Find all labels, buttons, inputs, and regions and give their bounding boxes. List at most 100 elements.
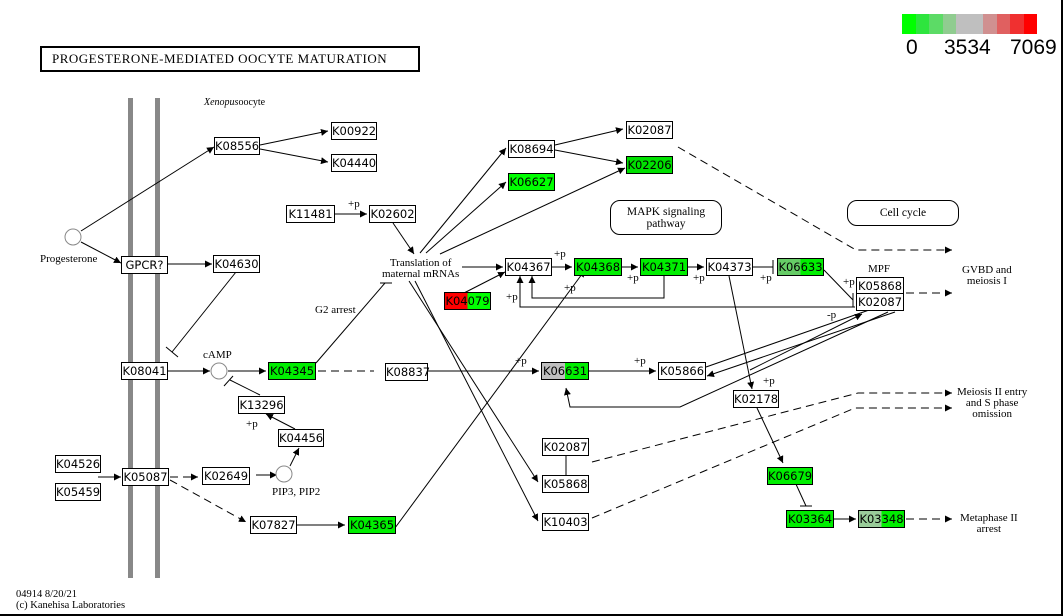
gene-node-k02087[interactable]: K02087: [542, 438, 589, 456]
label-gvbd: GVBD and meiosis I: [962, 265, 1012, 287]
edge-inhibit: [223, 375, 234, 387]
gene-node-k04365[interactable]: K04365: [348, 516, 396, 534]
gene-node-k02602[interactable]: K02602: [369, 205, 416, 223]
edge: [414, 280, 539, 522]
edge-inhibit: [165, 346, 179, 358]
gene-node-k06679[interactable]: K06679: [767, 467, 813, 485]
compound-progesterone[interactable]: [64, 228, 82, 246]
label-translation-1: Translation of: [389, 257, 452, 269]
gene-node-k05087[interactable]: K05087: [122, 468, 169, 486]
edge: [794, 481, 807, 507]
gene-node-k05868[interactable]: K05868: [856, 277, 904, 295]
label-translation-2: maternal mRNAs: [382, 268, 460, 280]
gene-node-k05459[interactable]: K05459: [55, 483, 101, 501]
edge: [265, 413, 296, 430]
gene-node-k04526[interactable]: K04526: [55, 455, 101, 473]
gene-node-k11481[interactable]: K11481: [286, 205, 335, 223]
footer-copyright: (c) Kanehisa Laboratories: [16, 600, 126, 611]
gene-node-k02206[interactable]: K02206: [626, 156, 673, 174]
compound-pip[interactable]: [275, 465, 293, 483]
gene-node-k04367[interactable]: K04367: [505, 258, 552, 276]
legend-min: 0: [906, 36, 918, 59]
gene-node-k07827[interactable]: K07827: [250, 516, 297, 534]
phosphorylation-label: +p: [843, 276, 855, 288]
gene-node-k04368[interactable]: K04368: [574, 258, 622, 276]
gene-node-k00922[interactable]: K00922: [331, 122, 377, 140]
gene-node-k06633[interactable]: K06633: [777, 258, 824, 276]
edge-indirect: [169, 479, 247, 523]
gene-node-k04440[interactable]: K04440: [331, 154, 377, 172]
organism-rest: oocyte: [238, 97, 266, 108]
edge: [463, 271, 506, 294]
gene-node-k04345[interactable]: K04345: [268, 362, 316, 380]
phosphorylation-label: +p: [554, 248, 566, 260]
cell-cycle-pathway-link[interactable]: Cell cycle: [847, 200, 959, 226]
edge: [564, 311, 889, 408]
edge: [80, 241, 122, 264]
membrane-bar-inner: [155, 98, 160, 578]
edge: [229, 379, 261, 396]
gene-node-k02178[interactable]: K02178: [733, 390, 779, 408]
edge: [516, 276, 855, 308]
gene-node-k04456[interactable]: K04456: [278, 429, 324, 447]
gene-node-k04630[interactable]: K04630: [213, 255, 260, 273]
edge: [425, 181, 507, 254]
edge: [756, 407, 784, 464]
gene-node-k08694[interactable]: K08694: [508, 140, 555, 158]
gene-node-k03364[interactable]: K03364: [786, 510, 834, 528]
pathway-title: PROGESTERONE-MEDIATED OOCYTE MATURATION: [40, 46, 420, 72]
gene-node-k06627[interactable]: K06627: [508, 173, 555, 191]
label-metaphase-1: Metaphase II: [960, 512, 1018, 524]
edge: [728, 275, 755, 390]
gene-node-k02087[interactable]: K02087: [626, 121, 673, 139]
phosphorylation-label: +p: [760, 272, 772, 284]
gene-node-k08041[interactable]: K08041: [121, 362, 168, 380]
edge: [259, 148, 329, 165]
edge: [259, 128, 329, 146]
gene-node-k06631[interactable]: K06631: [541, 362, 589, 380]
label-meiosis-1: Meiosis II entry: [957, 386, 1028, 398]
organism-italic: Xenopus: [204, 97, 239, 108]
edge: [392, 222, 415, 255]
cell-cycle-label: Cell cycle: [879, 207, 927, 219]
edge: [528, 276, 665, 299]
gene-node-k04373[interactable]: K04373: [706, 258, 753, 276]
edge: [315, 282, 386, 364]
legend-swatch: [969, 14, 983, 34]
legend-swatch: [983, 14, 997, 34]
edge-indirect: [591, 389, 952, 463]
gene-node-gpcr[interactable]: GPCR?: [121, 256, 168, 274]
legend-swatch: [1010, 14, 1024, 34]
color-legend: 0 3534 7069: [902, 14, 1057, 59]
label-meiosis-3: omission: [972, 408, 1012, 420]
edge: [171, 271, 237, 353]
label-gvbd-2: meiosis I: [966, 275, 1007, 287]
gene-node-k04079[interactable]: K04079: [444, 292, 491, 310]
label-g2-arrest: G2 arrest: [315, 304, 356, 316]
phosphorylation-label: +p: [506, 291, 518, 303]
phosphorylation-label: +p: [246, 418, 258, 430]
gene-node-k13296[interactable]: K13296: [238, 396, 285, 414]
phosphorylation-label: +p: [693, 272, 705, 284]
gene-node-k02087[interactable]: K02087: [856, 293, 904, 311]
gene-node-k03348[interactable]: K03348: [858, 510, 905, 528]
gene-node-k04371[interactable]: K04371: [640, 258, 688, 276]
legend-mid: 3534: [944, 36, 991, 59]
footer: 04914 8/20/21 (c) Kanehisa Laboratories: [16, 589, 125, 611]
edge: [749, 313, 863, 371]
gene-node-k05868[interactable]: K05868: [542, 475, 589, 493]
edge: [554, 127, 624, 146]
compound-camp[interactable]: [210, 362, 228, 380]
gene-node-k10403[interactable]: K10403: [542, 513, 589, 531]
mapk-pathway-link[interactable]: MAPK signaling pathway: [610, 200, 722, 235]
gene-node-k08556[interactable]: K08556: [214, 137, 260, 155]
dephosphorylation-label: -p: [827, 309, 837, 321]
edge-indirect: [677, 146, 952, 254]
gene-node-k05866[interactable]: K05866: [658, 362, 706, 380]
phosphorylation-label: +p: [627, 272, 639, 284]
edge: [80, 146, 215, 232]
edge: [823, 269, 854, 301]
gene-node-k08837[interactable]: K08837: [385, 363, 431, 381]
gene-node-k02649[interactable]: K02649: [202, 467, 250, 485]
